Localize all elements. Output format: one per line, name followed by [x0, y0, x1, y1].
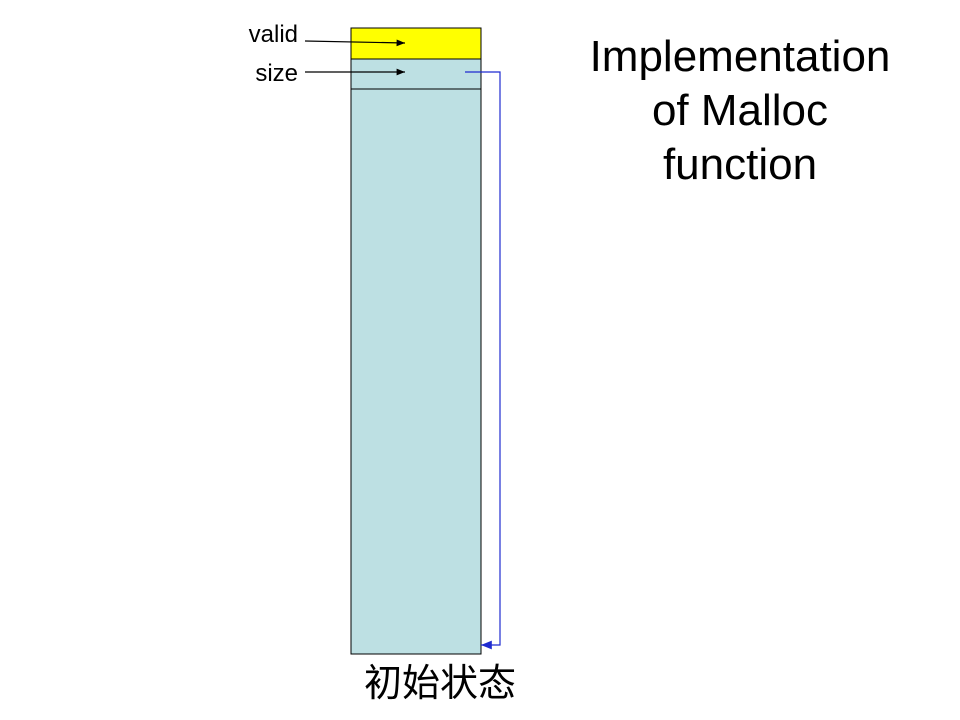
- diagram-title: Implementation of Malloc function: [540, 30, 940, 192]
- title-line-2: of Malloc: [651, 86, 829, 135]
- size-label: size: [255, 60, 298, 87]
- state-caption: 初始状态: [363, 661, 516, 705]
- title-line-3: function: [662, 140, 818, 189]
- size-field: [350, 58, 482, 90]
- valid-arrow: [304, 39, 406, 47]
- title-line-1: Implementation: [589, 32, 891, 81]
- valid-label: valid: [248, 21, 298, 48]
- valid-field: [350, 27, 482, 60]
- memory-block: [350, 27, 482, 655]
- size-pointer-arrow: [465, 71, 501, 650]
